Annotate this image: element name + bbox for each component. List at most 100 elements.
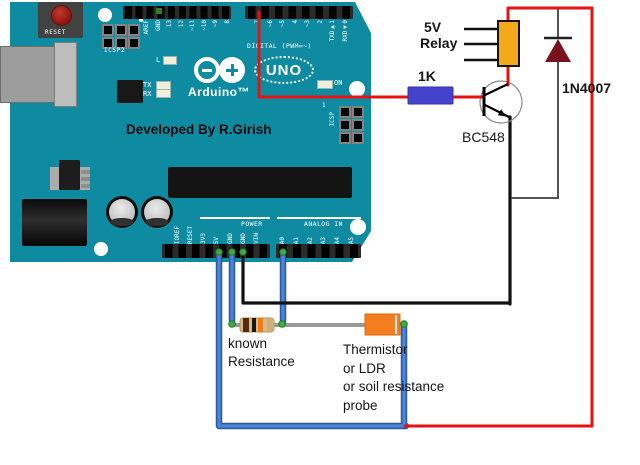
led-l: [163, 56, 177, 65]
pin-label: AREF: [143, 20, 150, 35]
sensor-label: Thermistor or LDR or soil resistance probe: [343, 341, 444, 415]
pin-label: 5V: [213, 236, 221, 244]
arduino-logo-icon: [194, 57, 220, 83]
pin-label: 7: [254, 20, 261, 24]
led-l-label: L: [156, 56, 161, 64]
pin-label: A1: [292, 236, 300, 244]
usb-connector-flange: [54, 42, 77, 107]
voltage-regulator: [59, 160, 80, 190]
analog-header: [276, 244, 361, 258]
sensor-label-line: or soil resistance: [343, 379, 445, 394]
icsp-pin1-label: 1: [322, 102, 326, 109]
capacitor-stripe: [146, 218, 168, 226]
pin-label: A5: [348, 236, 356, 244]
transistor-bc548: [482, 83, 510, 118]
capacitor-stripe: [111, 218, 133, 226]
flyback-diode: [511, 9, 572, 199]
led-rx-label: RX: [143, 90, 152, 98]
diode-triangle: [545, 39, 571, 62]
icsp-pin: [339, 119, 351, 131]
icsp-header: [339, 106, 364, 144]
icsp-pin: [339, 132, 351, 144]
usb-connector: [0, 46, 56, 103]
logo-minus-icon: [202, 68, 212, 72]
uno-badge: UNO: [254, 56, 314, 84]
pin-label: TXD▶1: [329, 20, 336, 42]
pin-label: ~5: [279, 20, 286, 28]
icsp2-pin: [102, 24, 114, 36]
sensor-label-line: Thermistor: [343, 342, 408, 357]
icsp2-pin: [115, 37, 127, 49]
digital-header-left: [123, 6, 231, 19]
mounting-hole: [98, 8, 112, 22]
icsp-pin: [339, 106, 351, 118]
relay: [464, 20, 520, 67]
emitter-arrow-icon: [497, 109, 506, 117]
power-divider: [200, 217, 270, 219]
icsp2-header: [102, 24, 140, 49]
led-on-label: ON: [334, 79, 343, 87]
icsp2-pin: [128, 24, 140, 36]
reset-button-cap: [51, 5, 72, 26]
icsp2-pin: [115, 24, 127, 36]
pin-label: VIN: [252, 233, 260, 244]
pin-label: GND: [239, 233, 247, 244]
pin-label: ~9: [212, 20, 219, 28]
known-resistor-label-line: Resistance: [228, 353, 295, 369]
reset-label: RESET: [45, 29, 67, 36]
transistor-circle: [479, 80, 523, 124]
power-jack: [22, 199, 87, 246]
relay-label-line2: Relay: [420, 35, 458, 51]
icsp2-label: ICSP2: [104, 47, 126, 54]
transistor-label: BC548: [462, 129, 505, 145]
pin1-marker-dot: [139, 18, 143, 22]
icsp2-pin: [102, 37, 114, 49]
arduino-logo-plus-icon: [219, 57, 245, 83]
power-caption: POWER: [241, 220, 263, 228]
icsp-pin: [352, 132, 364, 144]
thermistor: [364, 313, 401, 336]
mounting-hole: [94, 242, 108, 256]
led-rx: [156, 89, 171, 98]
usb-chip: [117, 80, 143, 103]
gnd-pin-green: [156, 8, 162, 14]
analog-caption: ANALOG IN: [304, 220, 343, 228]
regulator-leg: [81, 170, 90, 174]
mounting-hole: [350, 219, 366, 235]
mounting-hole: [349, 81, 365, 97]
resistor-1k-label: 1K: [418, 68, 436, 84]
pin-label: A0: [279, 236, 286, 244]
regulator-leg: [81, 177, 90, 181]
icsp-pin: [352, 106, 364, 118]
icsp-label: ICSP: [329, 112, 336, 127]
pin-label: ~3: [304, 20, 311, 28]
resistor-1k: [407, 86, 454, 105]
led-tx-label: TX: [143, 81, 152, 89]
icsp2-pin: [128, 37, 140, 49]
known-resistor: [239, 317, 275, 333]
known-resistor-label-line: known: [228, 336, 268, 351]
digital-header-right: [245, 6, 353, 19]
led-on: [317, 80, 333, 89]
digital-caption: DIGITAL (PWM=~): [247, 42, 312, 50]
atmega-chip: [168, 167, 352, 198]
pin-label: GND: [226, 233, 234, 244]
power-header: [162, 244, 270, 258]
sensor-label-line: or LDR: [343, 360, 386, 376]
pin-label: 8: [223, 20, 231, 24]
relay-label-line1: 5V: [424, 19, 442, 35]
brand-text: Arduino™: [188, 85, 250, 99]
uno-text: UNO: [265, 61, 303, 79]
diode-label: 1N4007: [562, 80, 612, 96]
sensor-label-line: probe: [343, 397, 378, 413]
analog-divider: [277, 217, 361, 219]
pin-label: ~11: [189, 20, 196, 31]
regulator-leg: [81, 184, 90, 188]
pin-label: RXD◀0: [341, 20, 349, 42]
icsp-pin: [352, 119, 364, 131]
